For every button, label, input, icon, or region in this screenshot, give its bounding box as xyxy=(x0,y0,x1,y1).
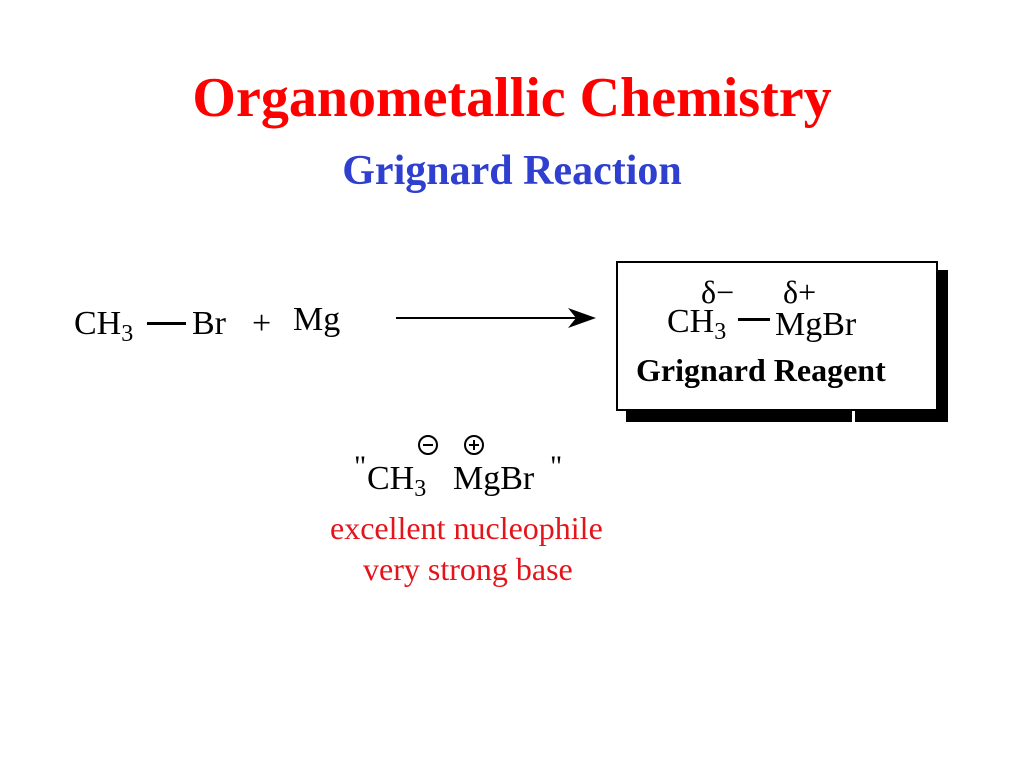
c-br-bond xyxy=(147,322,186,325)
reactant-methyl-subscript: 3 xyxy=(121,321,134,347)
product-methyl: CH3 xyxy=(667,303,727,345)
reactant-magnesium: Mg xyxy=(293,301,341,338)
open-quote: " xyxy=(354,450,367,483)
close-quote: " xyxy=(550,450,563,483)
reactant-bromine: Br xyxy=(192,305,226,342)
negative-charge-icon xyxy=(418,435,438,455)
note-base: very strong base xyxy=(363,551,573,587)
reactant-methyl-ch: CH xyxy=(74,305,122,342)
plus-sign: + xyxy=(252,305,272,342)
reactant-methyl: CH3 xyxy=(74,305,134,347)
ionic-mgbr: MgBr xyxy=(453,460,535,497)
delta-plus-label: δ+ xyxy=(783,274,817,310)
reaction-arrow-shaft xyxy=(396,317,576,319)
ionic-methyl-ch: CH xyxy=(367,460,415,497)
product-methyl-subscript: 3 xyxy=(714,319,727,345)
product-methyl-ch: CH xyxy=(667,303,715,340)
product-mgbr: MgBr xyxy=(775,306,857,343)
delta-minus-label: δ− xyxy=(701,274,735,310)
ionic-methyl-subscript: 3 xyxy=(414,476,427,502)
c-mg-bond xyxy=(738,318,770,321)
slide-subtitle: Grignard Reaction xyxy=(342,148,682,194)
note-nucleophile: excellent nucleophile xyxy=(330,510,603,546)
slide-title: Organometallic Chemistry xyxy=(192,67,832,129)
grignard-reagent-label: Grignard Reagent xyxy=(636,352,886,388)
product-box xyxy=(616,261,938,411)
positive-charge-icon xyxy=(464,435,484,455)
ionic-methyl: CH3 xyxy=(367,460,427,502)
reaction-arrow-head xyxy=(568,308,596,328)
